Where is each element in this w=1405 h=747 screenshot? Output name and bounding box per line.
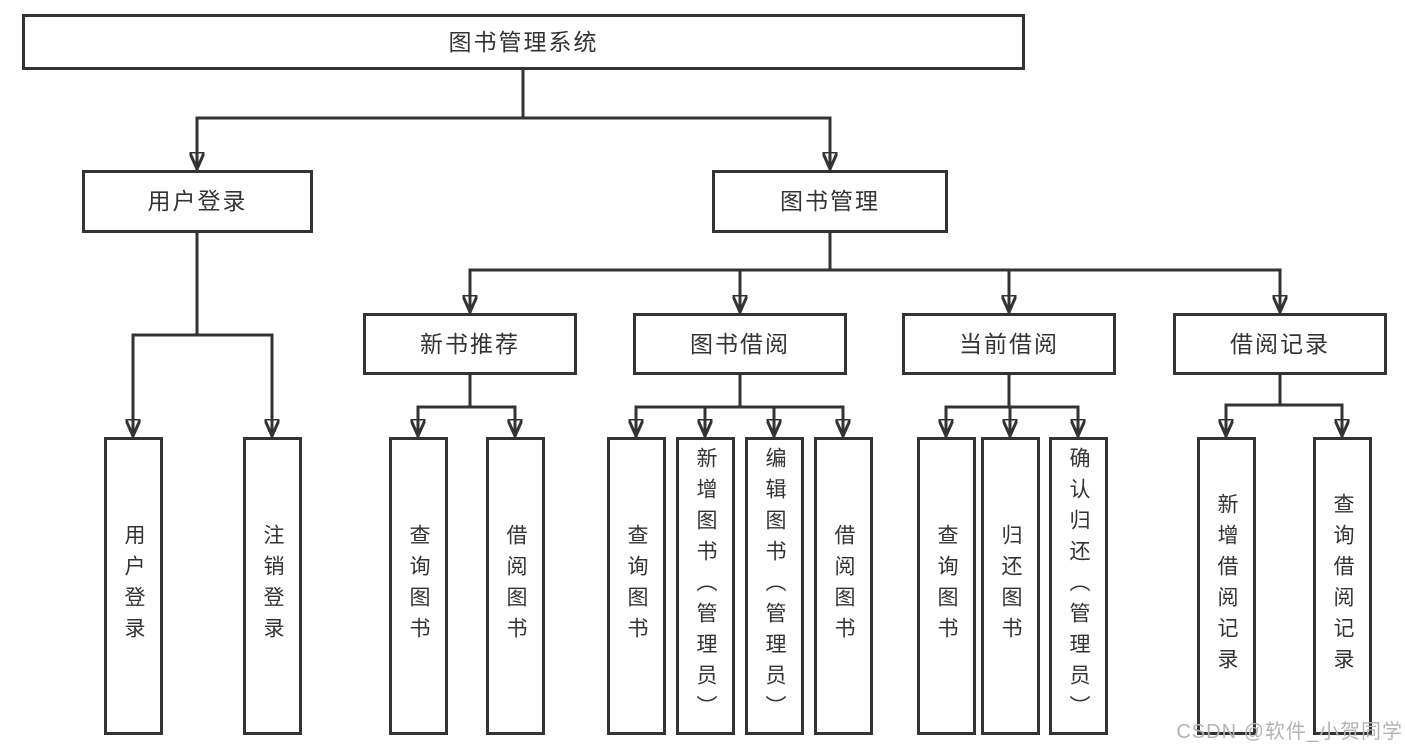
connector-book-management-children (468, 231, 1282, 314)
leaf-add-borrow-record-label: 新增借阅记录 (1215, 493, 1238, 679)
leaf-confirm-return-admin-label: 确认归还（管理员） (1067, 446, 1090, 726)
leaf-confirm-return-admin: 确认归还（管理员） (1049, 437, 1108, 735)
leaf-query-books-recommend-label: 查询图书 (407, 524, 430, 648)
leaf-query-books-current: 查询图书 (917, 437, 976, 735)
node-current-borrowing: 当前借阅 (902, 313, 1116, 375)
leaf-return-books-label: 归还图书 (999, 524, 1022, 648)
node-book-management-label: 图书管理 (780, 188, 880, 214)
leaf-add-books-admin-label: 新增图书（管理员） (694, 446, 717, 726)
connector-line (416, 373, 517, 409)
node-library-management-system: 图书管理系统 (22, 14, 1025, 70)
leaf-logout-login: 注销登录 (243, 437, 302, 735)
connector-book-borrowing-children (634, 373, 845, 438)
connector-borrowing-records-children (1224, 373, 1344, 438)
leaf-borrow-books-borrowing: 借阅图书 (814, 437, 873, 735)
leaf-borrow-books-borrowing-label: 借阅图书 (832, 524, 855, 648)
node-borrowing-records-label: 借阅记录 (1230, 330, 1330, 357)
node-borrowing-records: 借阅记录 (1173, 313, 1387, 375)
leaf-query-books-current-label: 查询图书 (935, 524, 958, 648)
leaf-query-borrow-record-label: 查询借阅记录 (1331, 493, 1354, 679)
leaf-borrow-books-recommend-label: 借阅图书 (504, 524, 527, 648)
leaf-add-books-admin: 新增图书（管理员） (676, 437, 735, 735)
watermark: CSDN @软件_小贺同学 (1176, 721, 1403, 743)
node-book-borrowing: 图书借阅 (633, 313, 847, 375)
leaf-query-borrow-record: 查询借阅记录 (1313, 437, 1372, 735)
connector-line (195, 68, 832, 120)
leaf-logout-login-label: 注销登录 (261, 524, 284, 648)
leaf-edit-books-admin-label: 编辑图书（管理员） (763, 446, 786, 726)
connector-line (131, 231, 274, 337)
connector-line (468, 231, 1282, 272)
leaf-return-books: 归还图书 (981, 437, 1040, 735)
leaf-add-borrow-record: 新增借阅记录 (1197, 437, 1256, 735)
node-new-book-recommendation: 新书推荐 (363, 313, 577, 375)
leaf-user-login-label: 用户登录 (122, 524, 145, 648)
node-user-login: 用户登录 (82, 170, 313, 233)
leaf-query-books-borrowing: 查询图书 (607, 437, 666, 735)
connector-user-login-children (131, 231, 274, 438)
node-current-borrowing-label: 当前借阅 (959, 330, 1059, 357)
connector-current-borrowing-children (944, 373, 1080, 438)
connector-line (1224, 373, 1344, 407)
leaf-query-books-recommend: 查询图书 (389, 437, 448, 735)
node-library-management-system-label: 图书管理系统 (448, 28, 599, 55)
leaf-borrow-books-recommend: 借阅图书 (486, 437, 545, 735)
node-book-borrowing-label: 图书借阅 (690, 330, 790, 357)
connector-line (634, 373, 845, 409)
connector-root-to-level2 (195, 68, 832, 171)
node-user-login-label: 用户登录 (147, 188, 248, 214)
leaf-edit-books-admin: 编辑图书（管理员） (745, 437, 804, 735)
connector-new-book-recommendation-children (416, 373, 517, 438)
leaf-query-books-borrowing-label: 查询图书 (625, 524, 648, 648)
connector-line (944, 373, 1080, 409)
leaf-user-login: 用户登录 (104, 437, 163, 735)
node-book-management: 图书管理 (712, 170, 948, 233)
node-new-book-recommendation-label: 新书推荐 (420, 330, 520, 357)
